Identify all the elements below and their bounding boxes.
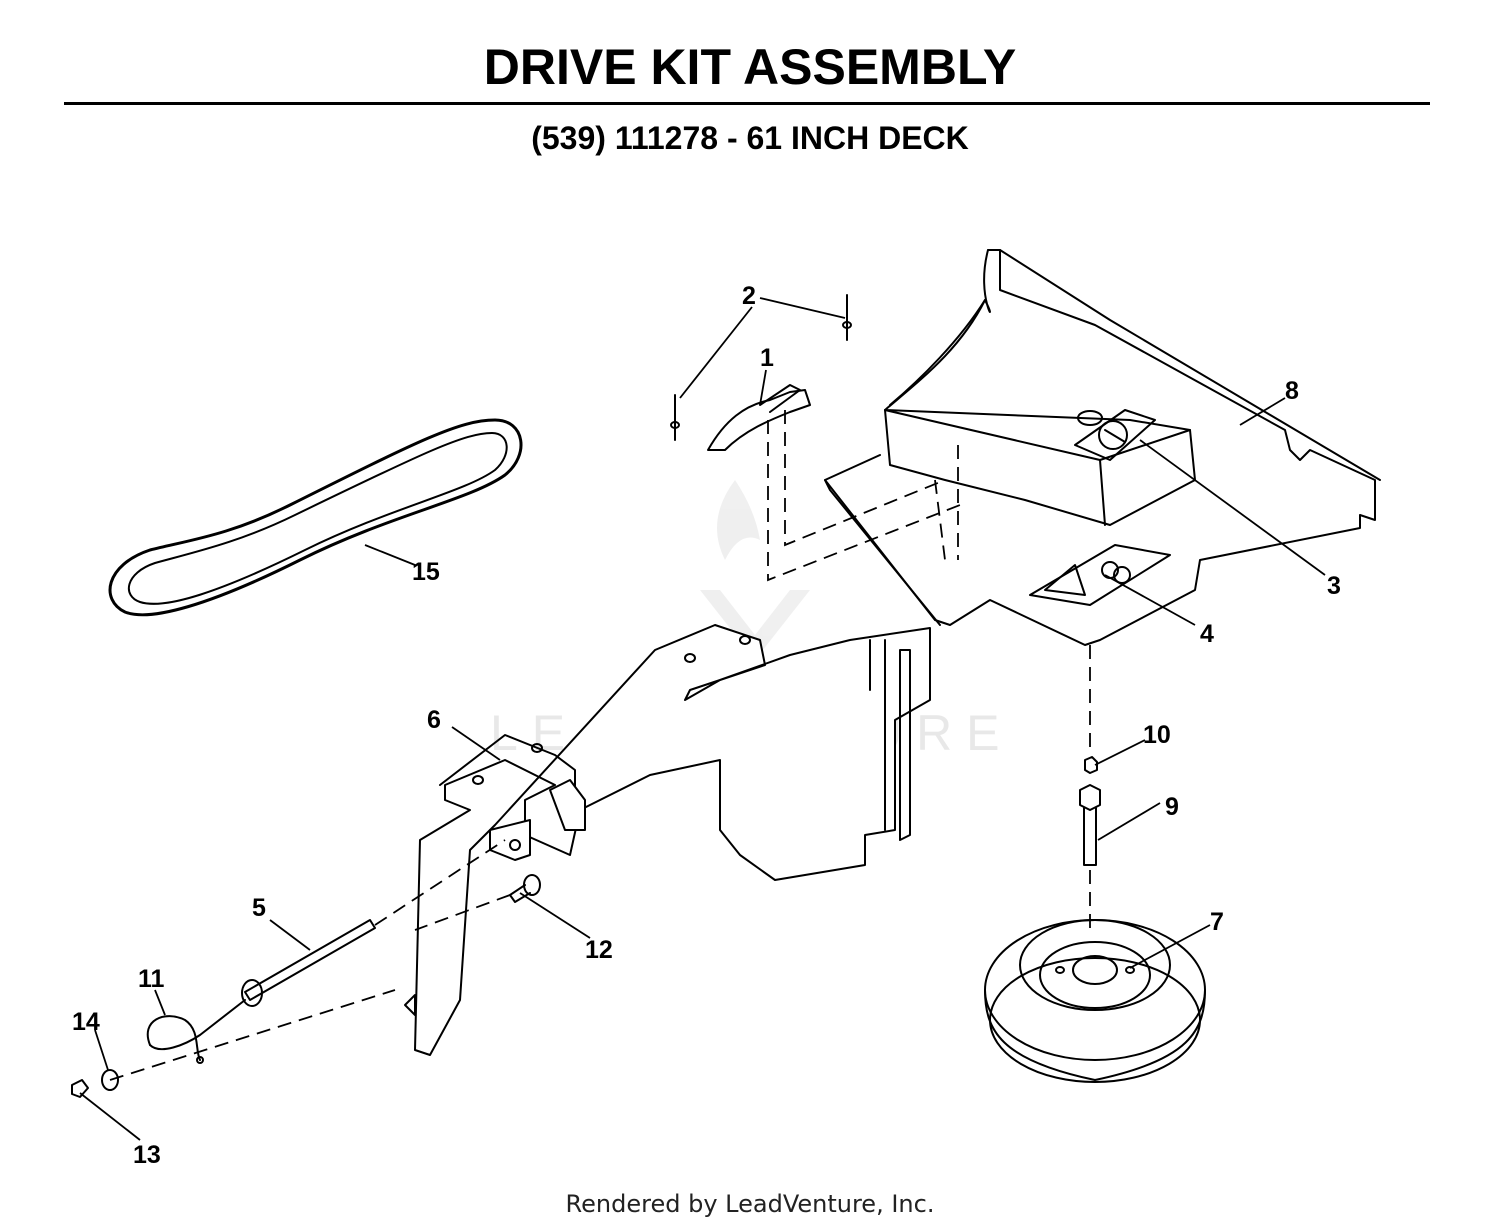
part-latch <box>707 384 811 451</box>
callout-8: 8 <box>1285 377 1299 405</box>
part-housing <box>884 299 1196 526</box>
callout-labels: 1 2 3 4 5 6 7 8 9 10 11 12 13 14 15 <box>72 282 1341 1169</box>
part-nut <box>71 1079 89 1098</box>
callout-13: 13 <box>133 1141 161 1169</box>
part-decal-top <box>1074 409 1156 461</box>
part-decal-plate <box>1029 544 1171 606</box>
callout-7: 7 <box>1210 908 1224 936</box>
page-title: DRIVE KIT ASSEMBLY <box>483 39 1017 95</box>
callout-leaders <box>79 297 1326 1141</box>
footer-credit: Rendered by LeadVenture, Inc. <box>565 1190 935 1218</box>
callout-14: 14 <box>72 1008 100 1036</box>
callout-3: 3 <box>1327 572 1341 600</box>
part-pulley <box>984 919 1206 1083</box>
callout-2: 2 <box>742 282 756 310</box>
part-bolt-12 <box>509 874 541 903</box>
assembly-guides <box>109 410 1091 1081</box>
callout-15: 15 <box>412 558 440 586</box>
title-divider <box>64 102 1430 105</box>
callout-1: 1 <box>760 344 774 372</box>
part-belt <box>108 418 523 617</box>
callout-11: 11 <box>138 965 165 993</box>
callout-5: 5 <box>252 894 266 922</box>
part-rod <box>241 919 376 1007</box>
callout-12: 12 <box>585 936 613 964</box>
watermark-v-icon <box>700 590 810 660</box>
page-subtitle: (539) 111278 - 61 INCH DECK <box>531 120 969 156</box>
part-rivets <box>670 294 852 441</box>
callout-4: 4 <box>1200 620 1214 648</box>
part-small-nut <box>1084 756 1098 774</box>
part-bracket <box>404 624 931 1056</box>
callout-10: 10 <box>1143 721 1171 749</box>
callout-6: 6 <box>427 706 441 734</box>
callout-9: 9 <box>1165 793 1179 821</box>
part-lanyard <box>146 999 246 1064</box>
part-shaft-bolt <box>1079 784 1101 866</box>
part-washer <box>101 1069 119 1091</box>
watermark-flame-icon <box>717 480 760 560</box>
